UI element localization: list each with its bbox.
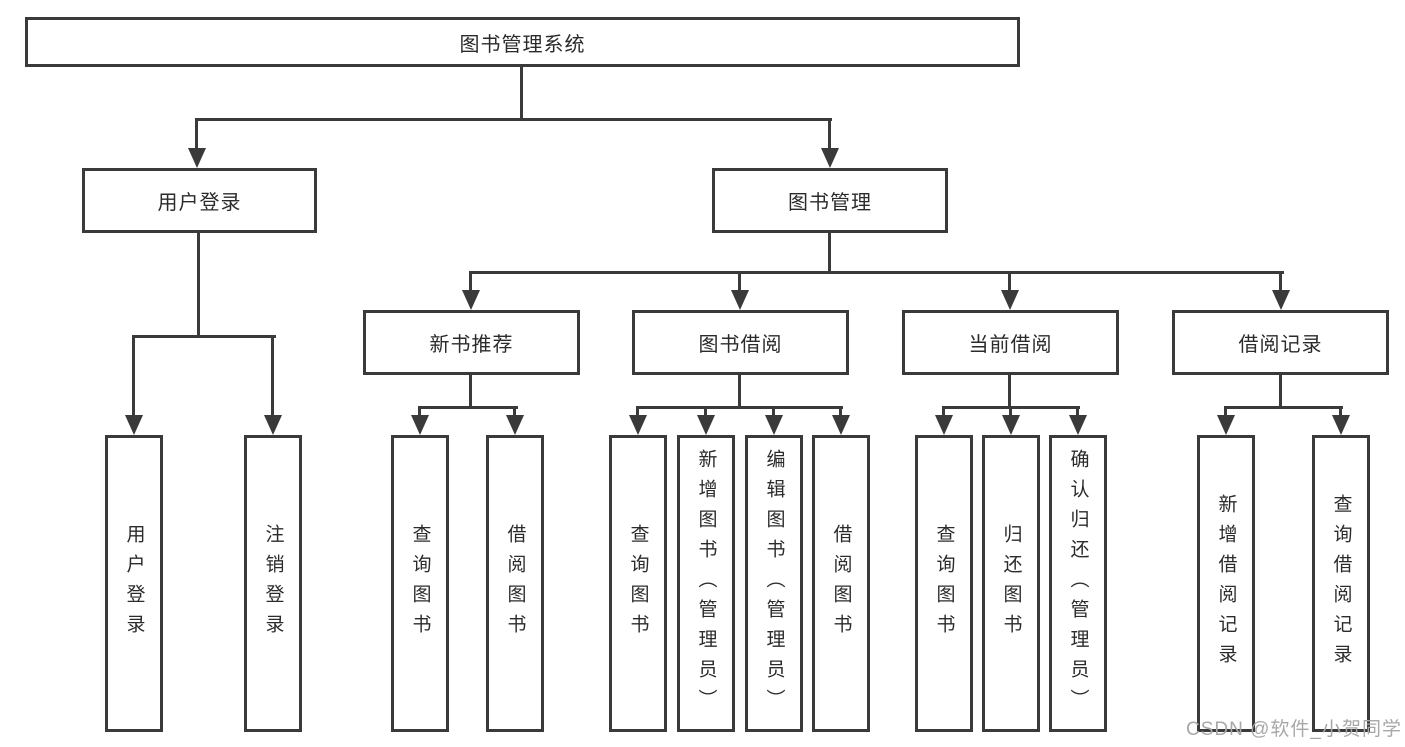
connector-arrowhead <box>264 415 282 435</box>
connector-line <box>828 118 831 152</box>
connector-line <box>1009 406 1012 420</box>
node-current-borrowing: 当前借阅 <box>902 310 1119 375</box>
connector-line <box>828 233 831 273</box>
leaf-borrow-books: 借阅图书 <box>812 435 870 732</box>
leaf-add-borrow-record: 新增借阅记录 <box>1197 435 1255 732</box>
node-book-borrowing: 图书借阅 <box>632 310 849 375</box>
connector-line <box>1008 375 1011 408</box>
connector-line <box>271 335 274 419</box>
connector-arrowhead <box>462 290 480 310</box>
connector-line <box>1224 406 1227 420</box>
connector-arrowhead <box>697 415 715 435</box>
leaf-query-borrow-record: 查询借阅记录 <box>1312 435 1370 732</box>
connector-line <box>704 406 707 420</box>
leaf-add-books-admin: 新增图书（管理员） <box>677 435 735 732</box>
connector-line <box>132 335 135 419</box>
leaf-borrow-books: 借阅图书 <box>486 435 544 732</box>
connector-line <box>197 233 200 337</box>
connector-arrowhead <box>188 148 206 168</box>
leaf-return-books: 归还图书 <box>982 435 1040 732</box>
connector-line <box>636 406 843 409</box>
leaf-query-books: 查询图书 <box>609 435 667 732</box>
connector-arrowhead <box>765 415 783 435</box>
leaf-logout-login: 注销登录 <box>244 435 302 732</box>
node-new-book-recommendation: 新书推荐 <box>363 310 580 375</box>
connector-line <box>469 375 472 408</box>
connector-line <box>738 271 741 293</box>
connector-arrowhead <box>411 415 429 435</box>
connector-arrowhead <box>821 148 839 168</box>
connector-arrowhead <box>1001 290 1019 310</box>
connector-line <box>1076 406 1079 420</box>
connector-arrowhead <box>629 415 647 435</box>
connector-line <box>195 118 832 121</box>
connector-arrowhead <box>935 415 953 435</box>
node-library-system: 图书管理系统 <box>25 17 1020 67</box>
connector-arrowhead <box>1217 415 1235 435</box>
connector-line <box>772 406 775 420</box>
connector-line <box>418 406 421 420</box>
connector-arrowhead <box>1272 290 1290 310</box>
leaf-user-login: 用户登录 <box>105 435 163 732</box>
connector-line <box>1279 375 1282 408</box>
connector-arrowhead <box>832 415 850 435</box>
connector-arrowhead <box>125 415 143 435</box>
leaf-confirm-return-admin: 确认归还（管理员） <box>1049 435 1107 732</box>
connector-line <box>513 406 516 420</box>
connector-arrowhead <box>1002 415 1020 435</box>
leaf-query-books: 查询图书 <box>391 435 449 732</box>
connector-line <box>839 406 842 420</box>
connector-line <box>738 375 741 408</box>
node-borrowing-records: 借阅记录 <box>1172 310 1389 375</box>
connector-line <box>1008 271 1011 293</box>
watermark: CSDN @软件_小贺同学 <box>1186 719 1402 740</box>
connector-arrowhead <box>1069 415 1087 435</box>
connector-line <box>418 406 518 409</box>
leaf-query-books: 查询图书 <box>915 435 973 732</box>
connector-line <box>195 118 198 152</box>
connector-arrowhead <box>1332 415 1350 435</box>
node-user-login: 用户登录 <box>82 168 317 233</box>
connector-line <box>1279 271 1282 293</box>
leaf-edit-books-admin: 编辑图书（管理员） <box>745 435 803 732</box>
connector-line <box>1224 406 1343 409</box>
connector-line <box>942 406 945 420</box>
connector-line <box>520 67 523 120</box>
connector-line <box>132 335 276 338</box>
connector-line <box>636 406 639 420</box>
node-book-management: 图书管理 <box>712 168 948 233</box>
connector-line <box>1339 406 1342 420</box>
connector-arrowhead <box>506 415 524 435</box>
connector-line <box>469 271 1284 274</box>
connector-line <box>469 271 472 293</box>
connector-arrowhead <box>731 290 749 310</box>
